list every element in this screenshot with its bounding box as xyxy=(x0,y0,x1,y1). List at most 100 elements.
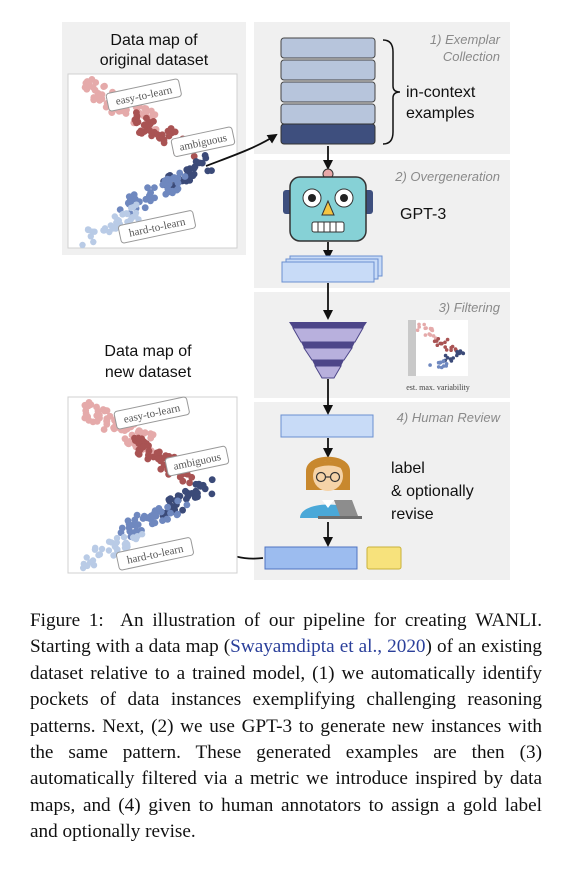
final-instance xyxy=(264,546,358,570)
scatter-point xyxy=(179,506,187,514)
scatter-point xyxy=(190,152,198,160)
scatter-point xyxy=(428,326,433,331)
caption-text-a: An illustration of our pipeline for crea… xyxy=(120,610,476,631)
scatter-point xyxy=(91,545,99,553)
scatter-point xyxy=(436,337,441,341)
scatter-point xyxy=(183,501,191,509)
step4-title: 4) Human Review xyxy=(397,410,502,425)
scatter-point xyxy=(95,551,102,559)
scatter-point xyxy=(91,228,98,235)
scatter-point xyxy=(449,348,453,353)
scatter-point xyxy=(443,345,448,349)
figure-caption: Figure 1: An illustration of our pipelin… xyxy=(30,608,542,846)
scatter-point xyxy=(85,226,93,234)
scatter-point xyxy=(439,365,444,370)
stack-brace xyxy=(382,39,401,145)
scatter-point xyxy=(90,238,97,246)
step1-title-line2: Collection xyxy=(443,49,500,64)
scatter-point xyxy=(182,487,189,495)
scatter-point xyxy=(94,90,102,97)
scatter-point xyxy=(141,204,149,212)
scatter-point xyxy=(162,452,170,459)
pipeline-figure: Data map of original dataset easy-to-lea… xyxy=(62,22,510,580)
scatter-point xyxy=(84,83,92,90)
scatter-point xyxy=(100,426,108,433)
scatter-point xyxy=(173,511,181,519)
scatter-point xyxy=(167,509,174,517)
scatter-point xyxy=(192,480,200,488)
scatter-point xyxy=(83,554,90,561)
scatter-point xyxy=(173,186,181,194)
scatter-point xyxy=(84,562,91,570)
scatter-point xyxy=(191,163,199,171)
citation-link[interactable]: Swayamdipta et al., 2020 xyxy=(230,636,426,658)
scatter-point xyxy=(196,159,203,167)
scatter-point xyxy=(432,339,437,344)
scatter-point xyxy=(143,114,150,122)
scatter-point xyxy=(148,432,156,439)
scatter-point xyxy=(424,326,428,330)
scatter-point xyxy=(98,545,106,553)
caption-text-b: . Starting with a data map ( xyxy=(30,610,542,658)
scatter-point xyxy=(145,451,152,459)
scatter-point xyxy=(422,322,427,327)
scatter-point xyxy=(170,174,178,181)
scatter-point xyxy=(159,181,167,189)
scatter-point xyxy=(110,425,118,433)
scatter-point xyxy=(87,233,95,240)
scatter-point xyxy=(113,539,121,546)
scatter-point xyxy=(135,427,143,435)
scatter-point xyxy=(105,547,113,554)
scatter-point xyxy=(417,322,421,327)
scatter-point xyxy=(153,449,161,457)
scatter-point xyxy=(160,136,168,144)
funnel-icon xyxy=(289,322,367,379)
scatter-point xyxy=(455,353,459,358)
scatter-point xyxy=(100,227,107,234)
scatter-point xyxy=(458,349,463,353)
scatter-point xyxy=(431,334,436,338)
scatter-point xyxy=(164,185,172,193)
scatter-point xyxy=(444,364,449,368)
scatter-point xyxy=(189,172,197,180)
caption-text-c: ) of an existing dataset relative to a t… xyxy=(30,636,542,843)
scatter-point xyxy=(428,363,432,367)
scatter-point xyxy=(181,173,189,180)
scatter-point xyxy=(129,529,137,537)
exemplar-stack xyxy=(280,37,376,145)
scatter-point xyxy=(445,337,450,342)
scatter-point xyxy=(107,222,115,229)
scatter-point xyxy=(436,365,441,369)
scatter-point xyxy=(134,118,142,126)
scatter-point xyxy=(120,210,127,218)
scatter-point xyxy=(201,152,209,159)
scatter-point xyxy=(133,201,140,208)
scatter-point xyxy=(167,495,174,503)
scatter-point xyxy=(93,412,101,419)
scatter-point xyxy=(461,351,465,355)
scatter-point xyxy=(129,214,136,221)
original-map-title-line1: Data map of xyxy=(110,32,198,49)
generated-instances xyxy=(281,255,383,283)
scatter-point xyxy=(444,348,449,352)
new-map-title-line1: Data map of xyxy=(104,343,192,360)
filtered-instance xyxy=(280,414,374,438)
scatter-point xyxy=(142,105,150,112)
scatter-point xyxy=(165,132,173,140)
scatter-point xyxy=(440,341,444,346)
step1-title-line1: 1) Exemplar xyxy=(430,32,501,47)
scatter-point xyxy=(443,340,447,345)
scatter-point xyxy=(148,194,156,202)
step2-title: 2) Overgeneration xyxy=(394,169,500,184)
model-name: GPT-3 xyxy=(400,206,446,223)
scatter-point xyxy=(154,131,161,138)
review-line3: revise xyxy=(391,506,434,523)
scatter-point xyxy=(101,82,108,90)
robot-icon xyxy=(283,168,373,242)
scatter-point xyxy=(415,328,420,333)
scatter-point xyxy=(150,512,157,520)
caption-label: Figure 1: xyxy=(30,610,104,631)
gold-label-note xyxy=(366,546,402,570)
caption-wanli: WANLI xyxy=(475,610,538,631)
scatter-point xyxy=(208,476,216,484)
